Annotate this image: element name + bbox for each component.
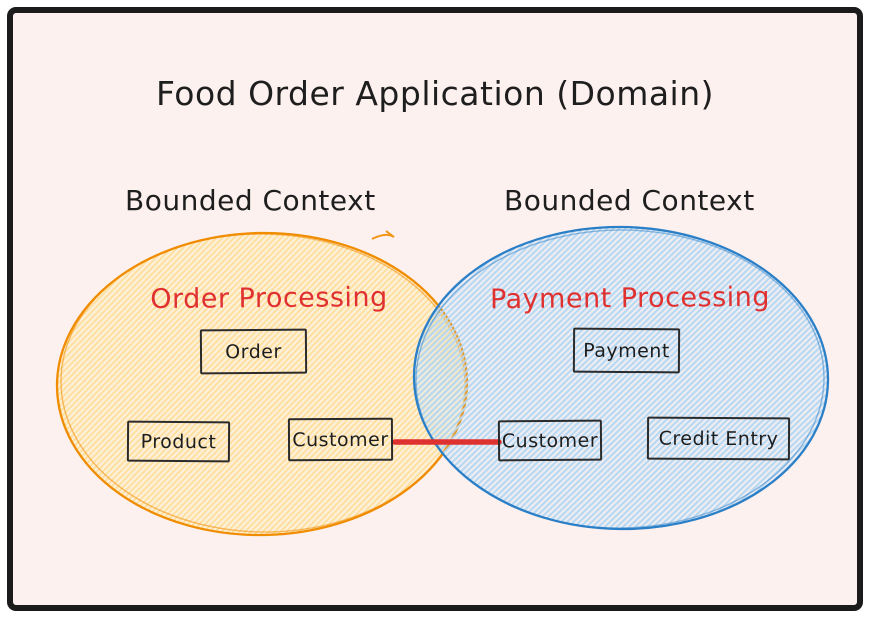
entity-box-customer-payment-context: Customer xyxy=(497,419,603,462)
bounded-context-label-left: Bounded Context xyxy=(125,184,376,217)
entity-box-credit-entry: Credit Entry xyxy=(646,416,791,461)
bounded-context-label-right: Bounded Context xyxy=(504,184,755,217)
entity-box-order: Order xyxy=(199,328,308,375)
context-name-payment-processing: Payment Processing xyxy=(489,281,771,316)
entity-box-payment: Payment xyxy=(572,327,681,374)
sketch-stroke-tick xyxy=(371,230,395,240)
order-processing-ellipse xyxy=(55,230,469,537)
payment-processing-ellipse xyxy=(412,225,830,531)
diagram-title: Food Order Application (Domain) xyxy=(155,74,715,113)
context-name-order-processing: Order Processing xyxy=(150,281,388,316)
entity-box-customer-order-context: Customer xyxy=(287,417,394,462)
entity-box-product: Product xyxy=(126,420,231,463)
